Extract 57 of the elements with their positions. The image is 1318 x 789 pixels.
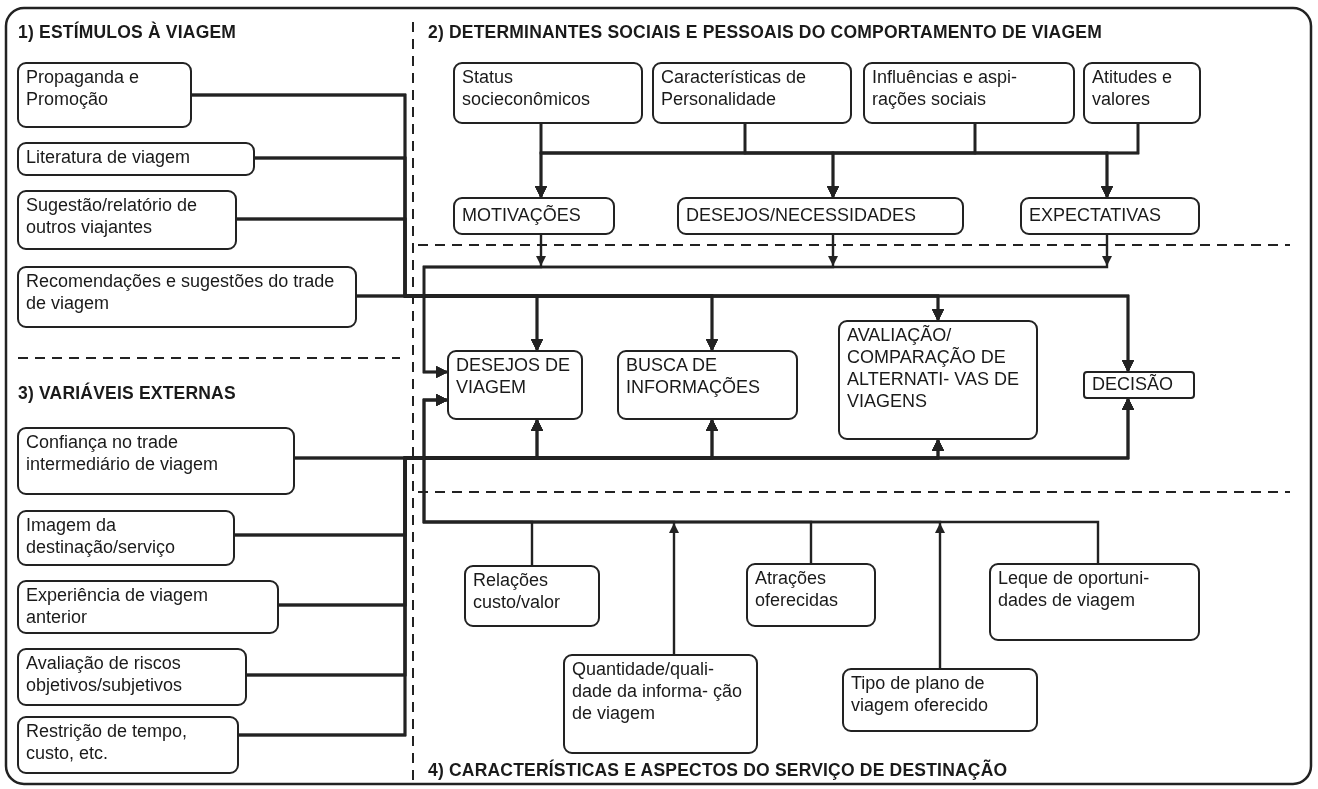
process-box — [1020, 197, 1200, 235]
process-box — [17, 190, 237, 250]
process-box — [989, 563, 1200, 641]
box-label: EXPECTATIVAS — [1029, 205, 1163, 227]
process-box — [842, 668, 1038, 732]
process-box — [453, 197, 615, 235]
box-label: Experiência de viagem anterior — [26, 585, 210, 629]
process-box — [17, 62, 192, 128]
process-box — [17, 648, 247, 706]
box-label: Confiança no trade intermediário de viagem — [26, 432, 220, 476]
process-box — [838, 320, 1038, 440]
section-heading: 4) CARACTERÍSTICAS E ASPECTOS DO SERVIÇO DE DESTINAÇÃO — [428, 760, 1008, 781]
process-box — [1083, 371, 1195, 399]
box-label: Literatura de viagem — [26, 147, 192, 169]
process-box — [617, 350, 798, 420]
box-label: Propaganda e Promoção — [26, 67, 141, 111]
connector-arrow — [1101, 124, 1140, 199]
box-label: MOTIVAÇÕES — [462, 205, 582, 227]
process-box — [677, 197, 964, 235]
box-label: DESEJOS DE VIAGEM — [456, 355, 572, 399]
process-box — [17, 716, 239, 774]
box-label: Influências e aspi- rações sociais — [872, 67, 1019, 111]
process-box — [17, 580, 279, 634]
box-label: Características de Personalidade — [661, 67, 808, 111]
process-box — [746, 563, 876, 627]
box-label: Atitudes e valores — [1092, 67, 1174, 111]
box-label: Restrição de tempo, custo, etc. — [26, 721, 189, 765]
process-box — [563, 654, 758, 754]
process-box — [652, 62, 852, 124]
box-label: Relações custo/valor — [473, 570, 562, 614]
box-label: Tipo de plano de viagem oferecido — [851, 673, 990, 717]
box-label: AVALIAÇÃO/ COMPARAÇÃO DE ALTERNATI- VAS DE VIAGENS — [847, 325, 1021, 413]
process-box — [447, 350, 583, 420]
box-label: Quantidade/quali- dade da informa- ção de viagem — [572, 659, 744, 725]
process-box — [17, 510, 235, 566]
process-box — [17, 142, 255, 176]
connector-arrow — [239, 397, 1134, 737]
box-label: Status socieconômicos — [462, 67, 592, 111]
box-label: Recomendações e sugestões do trade de viagem — [26, 271, 336, 315]
box-label: Leque de oportuni- dades de viagem — [998, 568, 1151, 612]
box-label: BUSCA DE INFORMAÇÕES — [626, 355, 761, 399]
process-box — [17, 427, 295, 495]
process-box — [453, 62, 643, 124]
section-heading: 3) VARIÁVEIS EXTERNAS — [18, 383, 236, 404]
section-heading: 2) DETERMINANTES SOCIAIS E PESSOAIS DO COMPORTAMENTO DE VIAGEM — [428, 22, 1102, 43]
process-box — [1083, 62, 1201, 124]
section-heading: 1) ESTÍMULOS À VIAGEM — [18, 22, 237, 43]
box-label: Atrações oferecidas — [755, 568, 840, 612]
process-box — [17, 266, 357, 328]
box-label: DECISÃO — [1092, 374, 1175, 396]
box-label: Avaliação de riscos objetivos/subjetivos — [26, 653, 184, 697]
box-label: Sugestão/relatório de outros viajantes — [26, 195, 199, 239]
connector-arrow — [357, 294, 1134, 373]
box-label: Imagem da destinação/serviço — [26, 515, 177, 559]
box-label: DESEJOS/NECESSIDADES — [686, 205, 918, 227]
process-box — [863, 62, 1075, 124]
process-box — [464, 565, 600, 627]
